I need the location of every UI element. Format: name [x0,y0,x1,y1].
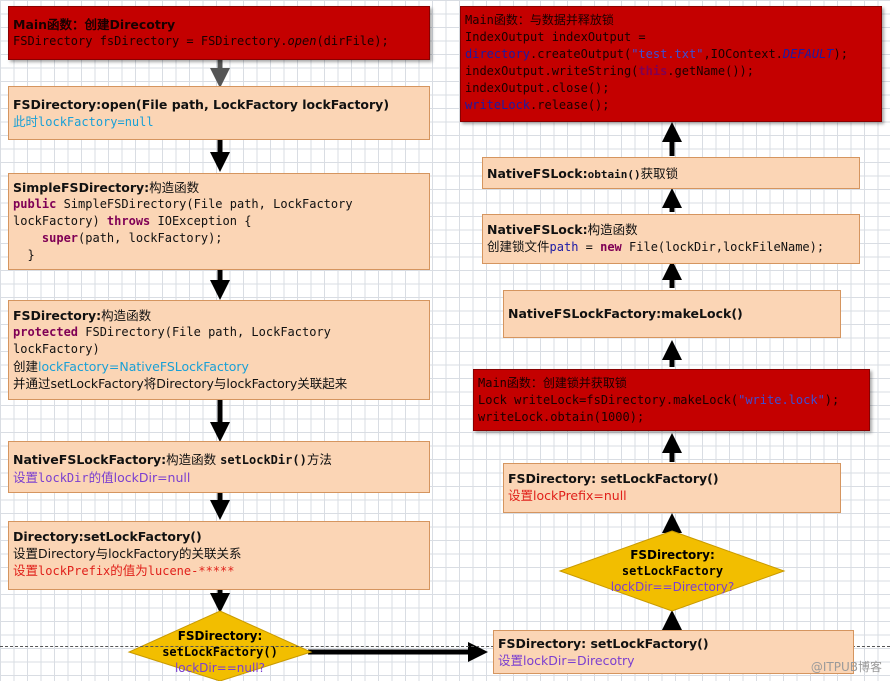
b4-code-1: protected FSDirectory(File path, LockFac… [13,325,331,339]
decision-right-text: FSDirectory: setLockFactory lockDir==Dir… [600,547,745,595]
b2-title: FSDirectory:open(File path, LockFactory … [13,97,390,112]
b3-code-3: super(path, lockFactory); [13,231,223,245]
d2-line1: FSDirectory: [630,548,715,562]
b3-code-1: public SimpleFSDirectory(File path, Lock… [13,197,353,211]
r1-code-1: IndexOutput indexOutput = [465,30,646,44]
fsdirectory-setlockfactory-prefix-box: FSDirectory: setLockFactory() 设置lockPref… [503,463,841,513]
b5-note: 设置lockDir的值lockDir=null [13,470,191,485]
r1-code-3: indexOutput.writeString(this.getName()); [465,64,754,78]
decision-diamond-right [558,530,786,612]
r2-class: NativeFSLock: [487,166,588,181]
nativefslock-obtain-box: NativeFSLock:obtain()获取锁 [482,157,860,189]
r5-code-2: writeLock.obtain(1000); [478,410,645,424]
r5-code-1: Lock writeLock=fsDirectory.makeLock("wri… [478,393,840,407]
b3-code-2: lockFactory) throws IOException { [13,214,252,228]
r1-code-5: writeLock.release(); [465,98,610,112]
b5-title: NativeFSLockFactory:构造函数 setLockDir()方法 [13,452,332,467]
r3-code: 创建锁文件path = new File(lockDir,lockFileNam… [487,239,825,254]
d1-line3: lockDir==null? [174,661,266,675]
b3-code-4: } [13,248,35,262]
r7-note: 设置lockDir=Direcotry [498,653,635,668]
r2-method: obtain() [587,168,641,181]
r4-title: NativeFSLockFactory:makeLock() [508,306,743,321]
b6-note-2: 设置lockPrefix的值为lucene-***** [13,563,235,578]
nativefslockfactory-constructor-box: NativeFSLockFactory:构造函数 setLockDir()方法 … [8,441,430,493]
nativefslock-constructor-box: NativeFSLock:构造函数 创建锁文件path = new File(l… [482,214,860,264]
r3-title: NativeFSLock:构造函数 [487,222,638,237]
r7-title: FSDirectory: setLockFactory() [498,636,709,651]
fsdirectory-constructor-box: FSDirectory:构造函数 protected FSDirectory(F… [8,300,430,400]
b4-note-1: 创建lockFactory=NativeFSLockFactory [13,359,249,374]
b4-code-2: lockFactory) [13,342,100,356]
d1-line1: FSDirectory: [177,629,263,643]
r5-title: Main函数：创建锁并获取锁 [478,376,627,390]
watermark: @ITPUB博客 [810,660,882,674]
directory-setlockfactory-box: Directory:setLockFactory() 设置Directory与l… [8,521,430,590]
main-write-release-box: Main函数：与数据并释放锁 IndexOutput indexOutput =… [460,6,882,122]
page-break-line [0,646,890,647]
fsdirectory-open-box: FSDirectory:open(File path, LockFactory … [8,86,430,140]
b3-title: SimpleFSDirectory:构造函数 [13,180,200,195]
b4-title: FSDirectory:构造函数 [13,308,152,323]
b2-note: 此时lockFactory=null [13,114,154,129]
b1-title: Main函数：创建Direcotry [13,17,176,32]
decision-left-text: FSDirectory: setLockFactory() lockDir==n… [150,628,290,676]
r1-code-4: indexOutput.close(); [465,81,610,95]
nativefslockfactory-makelock-box: NativeFSLockFactory:makeLock() [503,290,841,338]
b6-title: Directory:setLockFactory() [13,529,202,544]
d2-line3: lockDir==Directory? [610,580,735,594]
b1-code: FSDirectory fsDirectory = FSDirectory.op… [13,34,389,48]
b4-note-2: 并通过setLockFactory将Directory与lockFactory关… [13,376,348,391]
r6-title: FSDirectory: setLockFactory() [508,471,719,486]
fsdirectory-setlockfactory-dir-box: FSDirectory: setLockFactory() 设置lockDir=… [493,630,854,674]
r2-note: 获取锁 [640,166,679,181]
r6-note: 设置lockPrefix=null [508,488,627,503]
b6-note-1: 设置Directory与lockFactory的关联关系 [13,546,242,561]
r1-code-2: directory.createOutput("test.txt",IOCont… [465,47,848,61]
main-create-obtain-lock-box: Main函数：创建锁并获取锁 Lock writeLock=fsDirector… [473,369,870,431]
d1-line2: setLockFactory() [162,645,278,659]
d2-line2: setLockFactory [621,564,724,578]
main-create-directory-box: Main函数：创建Direcotry FSDirectory fsDirecto… [8,6,430,60]
simplefsdirectory-constructor-box: SimpleFSDirectory:构造函数 public SimpleFSDi… [8,173,430,270]
r1-title: Main函数：与数据并释放锁 [465,13,614,27]
